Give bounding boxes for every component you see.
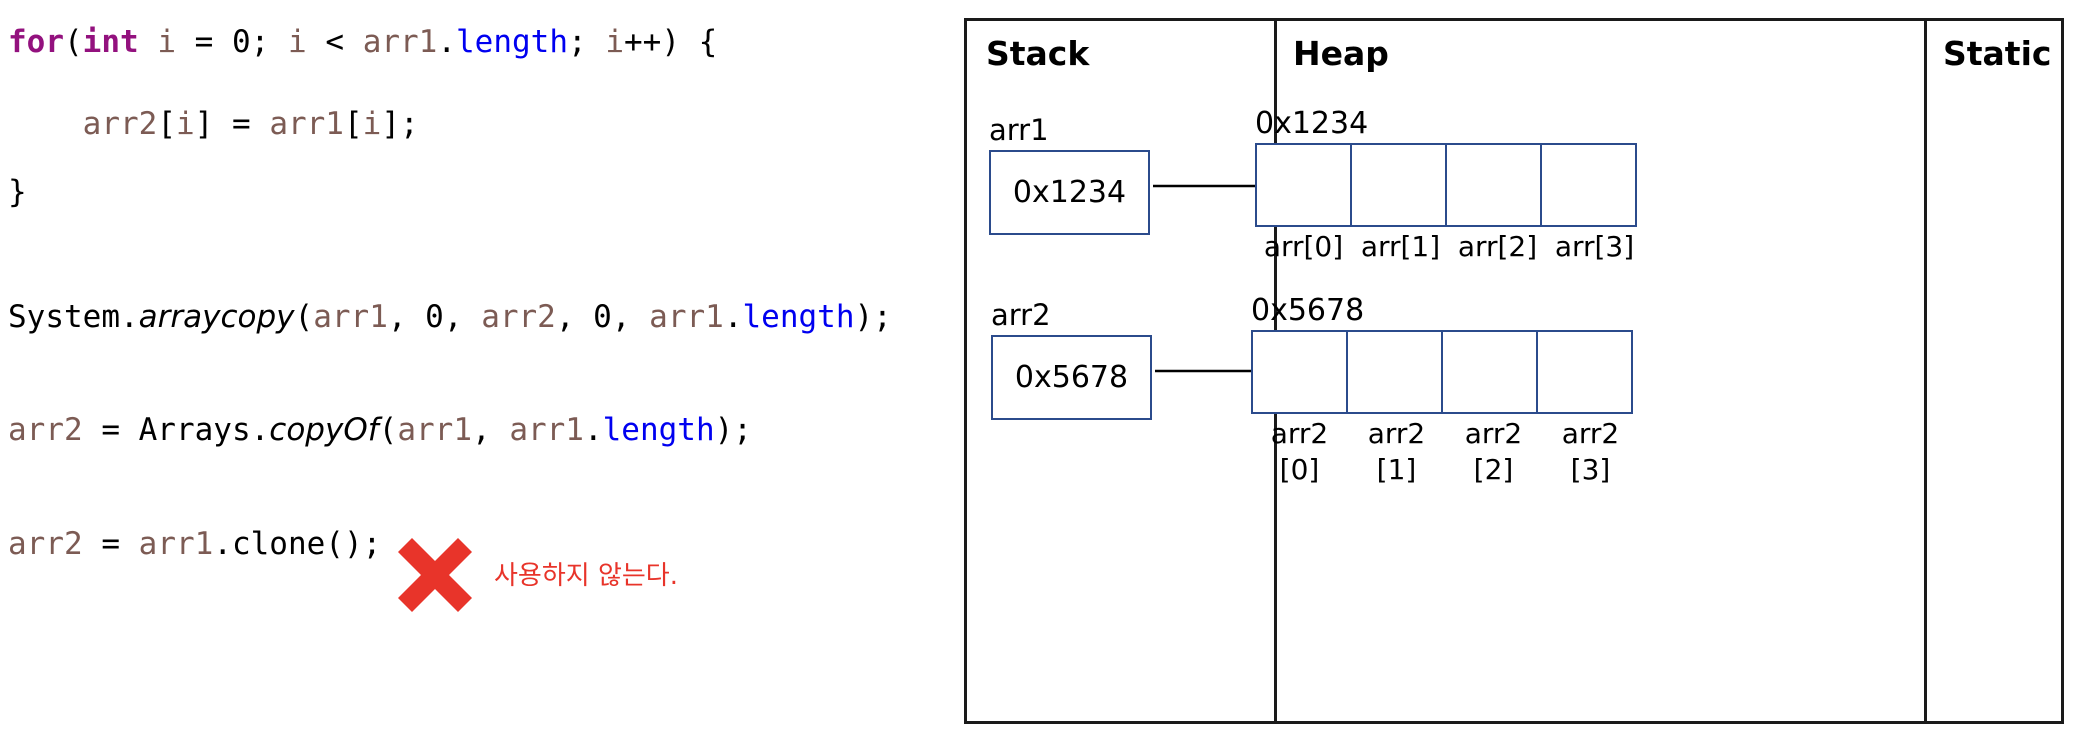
code-token: i <box>288 24 307 60</box>
code-token: ( <box>378 412 398 448</box>
code-token: length <box>456 24 568 60</box>
code-token: for <box>8 24 64 60</box>
code-token: } <box>8 174 27 210</box>
code-token: arr1 <box>509 412 584 448</box>
code-token: . <box>437 24 457 60</box>
code-token: ); <box>714 412 752 448</box>
do-not-use-note: 사용하지 않는다. <box>494 561 678 591</box>
array-cell-label: arr2[0] <box>1270 417 1329 486</box>
code-token: arr2 <box>82 106 158 142</box>
array-cell-label: arr[0] <box>1263 230 1344 263</box>
array-cell <box>1251 330 1348 414</box>
heap-array-arr2-labels: arr2[0] arr2[1] arr2[2] arr2[3] <box>1251 416 1639 488</box>
code-token: i <box>175 106 195 142</box>
code-token <box>139 24 158 60</box>
code-token: ( <box>294 299 314 335</box>
code-token: System. <box>8 299 139 335</box>
code-token: arr1 <box>362 24 438 60</box>
code-token: < <box>306 24 363 60</box>
code-line-for-loop-header: for(int i = 0; i < arr1.length; i++) { <box>8 25 717 59</box>
code-token: int <box>82 24 139 60</box>
heap-array-arr2: 0x5678 arr2[0] arr2[1] arr2[2] arr2[3] <box>1251 293 1639 488</box>
memory-model-table: Stack Heap Static arr1 0x1234 arr2 0x567… <box>964 18 2064 724</box>
code-token: arraycopy <box>138 299 295 335</box>
array-cell <box>1536 330 1633 414</box>
array-cell <box>1540 143 1637 227</box>
code-token: length <box>602 412 715 448</box>
code-line-system-arraycopy: System.arraycopy(arr1, 0, arr2, 0, arr1.… <box>8 300 892 334</box>
code-token: ++) { <box>624 24 718 60</box>
heap-static-divider <box>1924 21 1927 721</box>
red-x-mark-icon <box>398 538 472 612</box>
code-token: ); <box>854 299 892 335</box>
array-cell <box>1445 143 1542 227</box>
code-token: = <box>82 526 139 562</box>
stack-variable-arr1-box: 0x1234 <box>989 150 1150 235</box>
code-token: i <box>605 24 624 60</box>
array-cell <box>1346 330 1443 414</box>
code-token: arr2 <box>8 412 83 448</box>
code-token: , 0, <box>387 299 482 335</box>
code-line-arrays-copyof: arr2 = Arrays.copyOf(arr1, arr1.length); <box>8 413 752 447</box>
code-panel: for(int i = 0; i < arr1.length; i++) { a… <box>0 0 960 744</box>
array-cell-label: arr2[1] <box>1367 417 1426 486</box>
code-token: = Arrays. <box>82 412 270 448</box>
array-cell <box>1350 143 1447 227</box>
code-token: length <box>742 299 855 335</box>
heap-array-arr1: 0x1234 arr[0] arr[1] arr[2] arr[3] <box>1255 106 1643 265</box>
code-token: , <box>471 412 510 448</box>
stack-variable-arr1-name: arr1 <box>989 113 1049 147</box>
code-line-arr-clone: arr2 = arr1.clone(); <box>8 527 381 561</box>
stack-variable-arr2: arr2 0x5678 <box>991 298 1152 420</box>
code-token: i <box>157 24 177 60</box>
heap-array-arr1-address: 0x1234 <box>1255 106 1369 141</box>
code-token: ] = <box>194 106 270 142</box>
heap-column-title: Heap <box>1293 34 1389 73</box>
heap-array-arr2-cells <box>1251 330 1639 414</box>
code-token: ( <box>64 24 83 60</box>
array-cell-label: arr[3] <box>1554 230 1635 263</box>
array-cell-label: arr[2] <box>1457 230 1538 263</box>
code-token: . <box>723 299 743 335</box>
array-cell-label: arr2[3] <box>1561 417 1620 486</box>
code-token: arr2 <box>481 299 556 335</box>
code-line-for-loop-body: arr2[i] = arr1[i]; <box>8 107 419 141</box>
array-cell <box>1441 330 1538 414</box>
code-token: arr2 <box>8 526 83 562</box>
code-token: [ <box>343 106 363 142</box>
stack-variable-arr2-value: 0x5678 <box>1014 360 1129 395</box>
code-token: arr1 <box>649 299 724 335</box>
stack-variable-arr2-box: 0x5678 <box>991 335 1152 420</box>
stack-variable-arr1-value: 0x1234 <box>1012 175 1127 210</box>
heap-array-arr1-labels: arr[0] arr[1] arr[2] arr[3] <box>1255 229 1643 265</box>
code-token: = <box>176 24 233 60</box>
array-cell <box>1255 143 1352 227</box>
code-token: 0; <box>232 24 289 60</box>
code-token: arr1 <box>397 412 472 448</box>
heap-array-arr2-address: 0x5678 <box>1251 293 1365 328</box>
code-token: arr1 <box>138 526 214 562</box>
code-token: i <box>362 106 382 142</box>
code-token: arr1 <box>313 299 388 335</box>
code-token: . <box>583 412 603 448</box>
code-line-for-loop-close: } <box>8 175 27 209</box>
code-token: copyOf <box>269 412 379 448</box>
code-token: [ <box>157 106 176 142</box>
stack-column-title: Stack <box>986 34 1090 73</box>
static-column-title: Static <box>1943 34 2052 73</box>
code-token: ; <box>568 24 606 60</box>
code-token <box>8 106 83 142</box>
code-token: ]; <box>381 106 419 142</box>
array-cell-label: arr[1] <box>1360 230 1441 263</box>
stack-variable-arr1: arr1 0x1234 <box>989 113 1150 235</box>
stack-variable-arr2-name: arr2 <box>991 298 1051 332</box>
code-token: .clone(); <box>213 526 382 562</box>
heap-array-arr1-cells <box>1255 143 1643 227</box>
array-cell-label: arr2[2] <box>1464 417 1523 486</box>
code-token: arr1 <box>269 106 344 142</box>
code-token: , 0, <box>555 299 650 335</box>
